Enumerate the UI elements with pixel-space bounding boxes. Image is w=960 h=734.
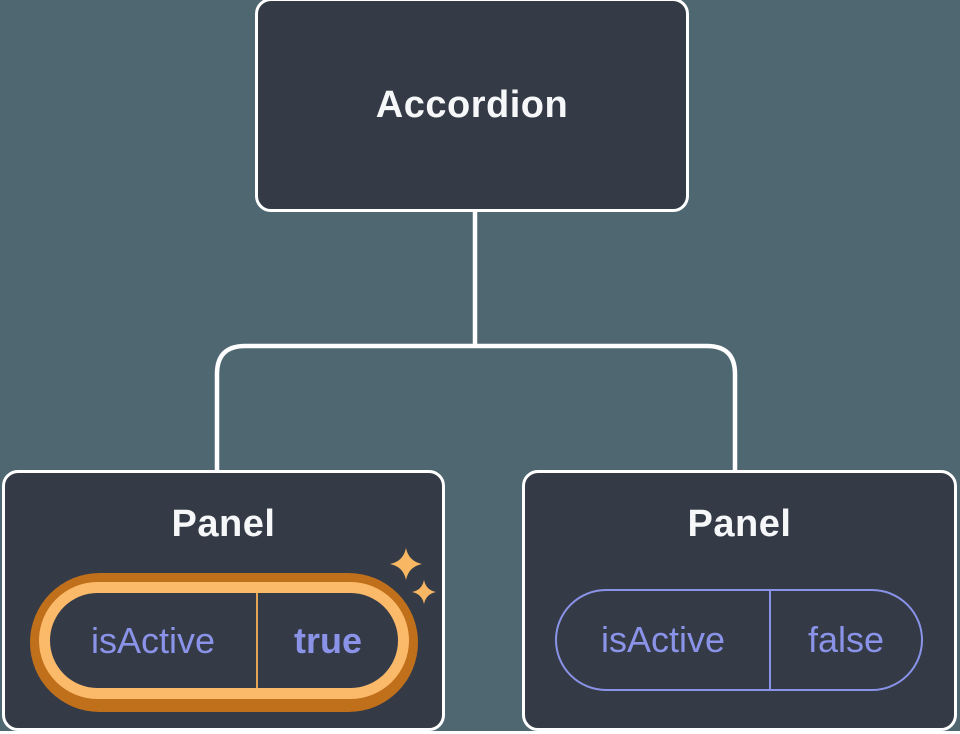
prop-name-label: isActive (600, 619, 726, 660)
pill-divider (256, 593, 258, 688)
pill-divider (769, 591, 771, 689)
isactive-true-pill-gold-ring: isActive true (39, 582, 409, 699)
isactive-true-pill: isActive true (50, 593, 398, 688)
prop-value-label: false (807, 619, 885, 660)
isactive-true-pill-highlight-ring: isActive true (30, 573, 418, 712)
node-panel-active: Panel isActive true (2, 470, 445, 731)
panel-inactive-title: Panel (687, 503, 792, 545)
isactive-false-pill: isActive false (555, 589, 923, 691)
node-accordion-label: Accordion (375, 83, 569, 126)
panel-active-title: Panel (171, 503, 276, 545)
prop-name-label: isActive (90, 619, 216, 661)
prop-value-label: true (293, 619, 362, 661)
node-accordion: Accordion (255, 0, 689, 212)
node-panel-inactive: Panel isActive false (522, 470, 957, 731)
